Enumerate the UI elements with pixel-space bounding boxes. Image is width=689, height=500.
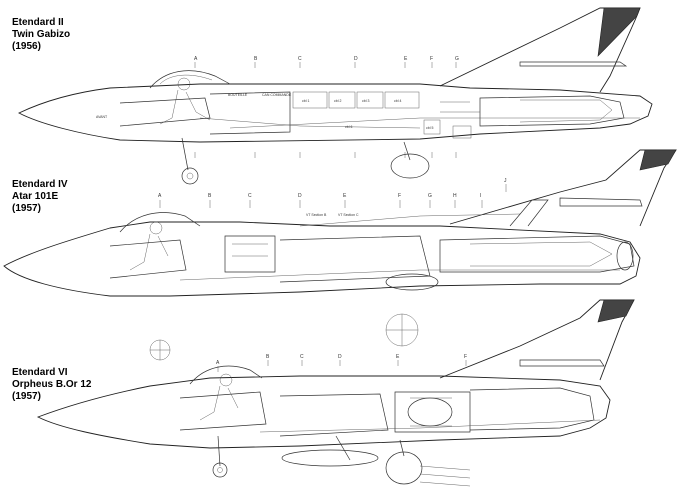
aircraft-year: (1957) (12, 203, 41, 214)
aircraft-year: (1957) (12, 391, 41, 402)
svg-text:C: C (300, 354, 304, 360)
etendard-iv-drawing: A B C D E F G H I J VT Section B VT Sect… (3, 149, 677, 297)
svg-text:cbl 1: cbl 1 (302, 99, 309, 103)
etendard-vi-drawing: A B C D E F (36, 299, 635, 487)
aircraft-name: Etendard VI (12, 367, 68, 378)
etendard-ii-label: Etendard II Twin Gabizo (1956) (12, 17, 70, 53)
svg-text:VT Section C: VT Section C (338, 213, 359, 217)
svg-text:B: B (254, 56, 258, 62)
aircraft-name: Etendard IV (12, 179, 68, 190)
svg-text:G: G (428, 193, 432, 199)
svg-text:F: F (430, 56, 433, 62)
svg-text:cbl 3: cbl 3 (362, 99, 369, 103)
svg-text:B: B (266, 354, 270, 360)
svg-text:F: F (464, 354, 467, 360)
svg-text:I: I (480, 193, 481, 199)
svg-text:F: F (398, 193, 401, 199)
svg-text:CAN COMMANDE: CAN COMMANDE (262, 93, 292, 97)
svg-text:D: D (298, 193, 302, 199)
etendard-ii-drawing: cbl 1 cbl 2 cbl 3 cbl 4 cbl 5 BOUTEILLE … (17, 7, 653, 185)
svg-text:E: E (396, 354, 400, 360)
svg-text:VT Section B: VT Section B (306, 213, 327, 217)
aircraft-year: (1956) (12, 41, 41, 52)
svg-text:cbl 5: cbl 5 (426, 126, 433, 130)
svg-text:J: J (504, 178, 507, 184)
svg-text:D: D (338, 354, 342, 360)
etendard-iv-label: Etendard IV Atar 101E (1957) (12, 179, 68, 215)
svg-text:cbl 4: cbl 4 (394, 99, 401, 103)
aircraft-engine: Orpheus B.Or 12 (12, 379, 92, 390)
svg-text:cbl 2: cbl 2 (334, 99, 341, 103)
svg-text:A: A (194, 56, 198, 62)
svg-text:H: H (453, 193, 457, 199)
aircraft-name: Etendard II (12, 17, 64, 28)
svg-text:AVANT: AVANT (96, 115, 108, 119)
svg-text:C: C (248, 193, 252, 199)
svg-text:B: B (208, 193, 212, 199)
svg-text:E: E (404, 56, 408, 62)
svg-text:G: G (455, 56, 459, 62)
svg-text:C: C (298, 56, 302, 62)
aircraft-engine: Atar 101E (12, 191, 59, 202)
aircraft-engine: Twin Gabizo (12, 29, 71, 40)
etendard-vi-label: Etendard VI Orpheus B.Or 12 (1957) (12, 367, 91, 403)
svg-text:D: D (354, 56, 358, 62)
svg-text:E: E (343, 193, 347, 199)
svg-text:A: A (216, 360, 220, 366)
svg-text:BOUTEILLE: BOUTEILLE (228, 93, 248, 97)
svg-text:A: A (158, 193, 162, 199)
